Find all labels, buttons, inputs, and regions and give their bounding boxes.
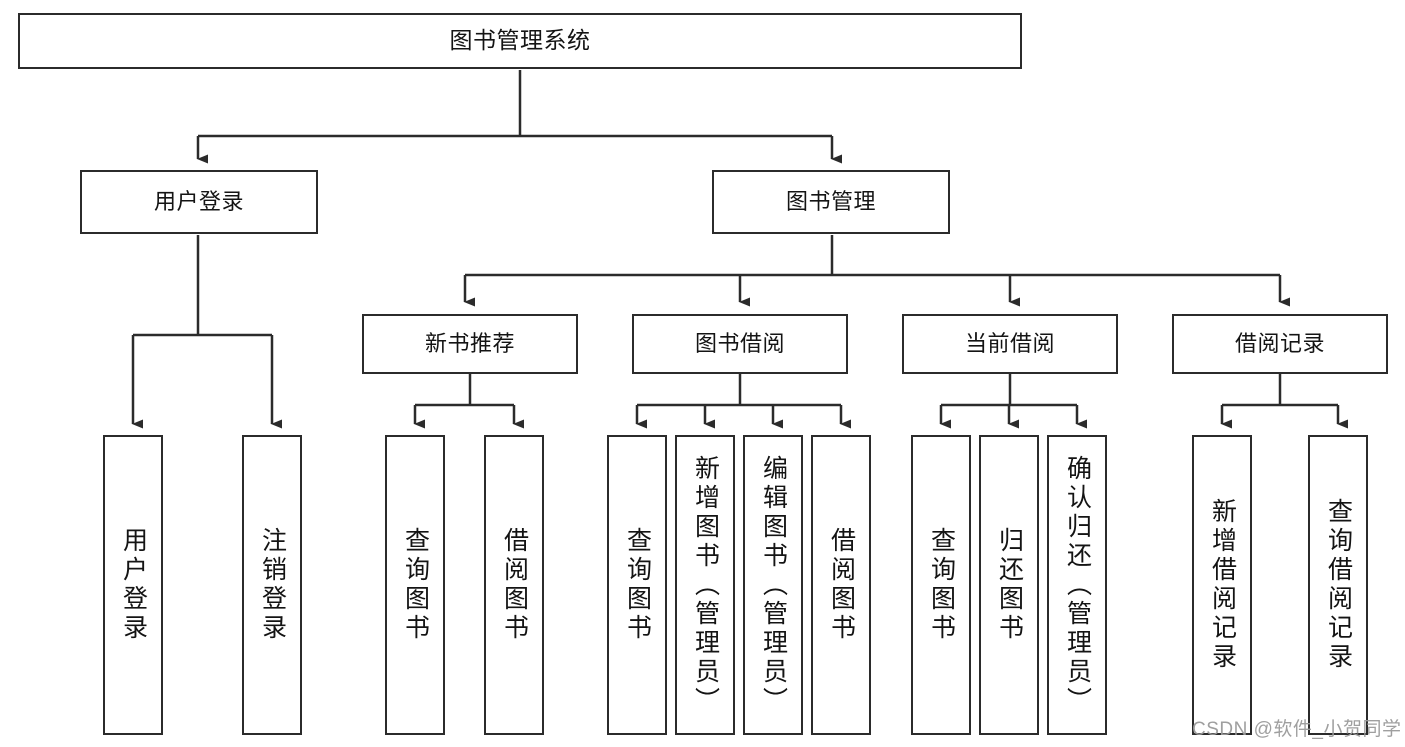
node-label: 归还图书 [995, 527, 1024, 643]
node-label: 用户登录 [119, 527, 148, 643]
node-leaf-add-book[interactable]: 新增图书（管理员） [675, 435, 735, 735]
node-label: 借阅图书 [827, 527, 856, 643]
node-new-book-recommend[interactable]: 新书推荐 [362, 314, 578, 374]
node-leaf-query-book-2[interactable]: 查询图书 [607, 435, 667, 735]
node-label: 新书推荐 [424, 331, 515, 357]
watermark-text: CSDN @软件_小贺同学 [1192, 719, 1402, 740]
node-label: 新增借阅记录 [1208, 498, 1237, 672]
node-label: 查询图书 [623, 527, 652, 643]
node-label: 借阅图书 [500, 527, 529, 643]
node-label: 查询图书 [401, 527, 430, 643]
node-label: 图书借阅 [694, 331, 785, 357]
node-leaf-add-record[interactable]: 新增借阅记录 [1192, 435, 1252, 735]
node-label: 确认归还（管理员） [1063, 454, 1092, 716]
node-leaf-query-book-1[interactable]: 查询图书 [385, 435, 445, 735]
node-label: 图书管理系统 [449, 27, 591, 54]
node-label: 查询图书 [927, 527, 956, 643]
node-leaf-borrow-book-1[interactable]: 借阅图书 [484, 435, 544, 735]
node-leaf-query-book-3[interactable]: 查询图书 [911, 435, 971, 735]
node-label: 注销登录 [258, 527, 287, 643]
node-label: 新增图书（管理员） [691, 454, 720, 716]
node-label: 用户登录 [153, 189, 244, 215]
node-label: 查询借阅记录 [1324, 498, 1353, 672]
node-leaf-query-record[interactable]: 查询借阅记录 [1308, 435, 1368, 735]
node-label: 编辑图书（管理员） [759, 454, 788, 716]
node-leaf-user-login[interactable]: 用户登录 [103, 435, 163, 735]
node-root-system[interactable]: 图书管理系统 [18, 13, 1022, 69]
node-user-login[interactable]: 用户登录 [80, 170, 318, 234]
node-label: 当前借阅 [964, 331, 1055, 357]
node-borrow-record[interactable]: 借阅记录 [1172, 314, 1388, 374]
node-label: 图书管理 [785, 189, 876, 215]
node-leaf-logout-login[interactable]: 注销登录 [242, 435, 302, 735]
node-book-borrow[interactable]: 图书借阅 [632, 314, 848, 374]
node-leaf-confirm-return[interactable]: 确认归还（管理员） [1047, 435, 1107, 735]
node-leaf-borrow-book-2[interactable]: 借阅图书 [811, 435, 871, 735]
node-label: 借阅记录 [1234, 331, 1325, 357]
node-book-management[interactable]: 图书管理 [712, 170, 950, 234]
node-leaf-edit-book[interactable]: 编辑图书（管理员） [743, 435, 803, 735]
node-leaf-return-book[interactable]: 归还图书 [979, 435, 1039, 735]
node-current-borrow[interactable]: 当前借阅 [902, 314, 1118, 374]
